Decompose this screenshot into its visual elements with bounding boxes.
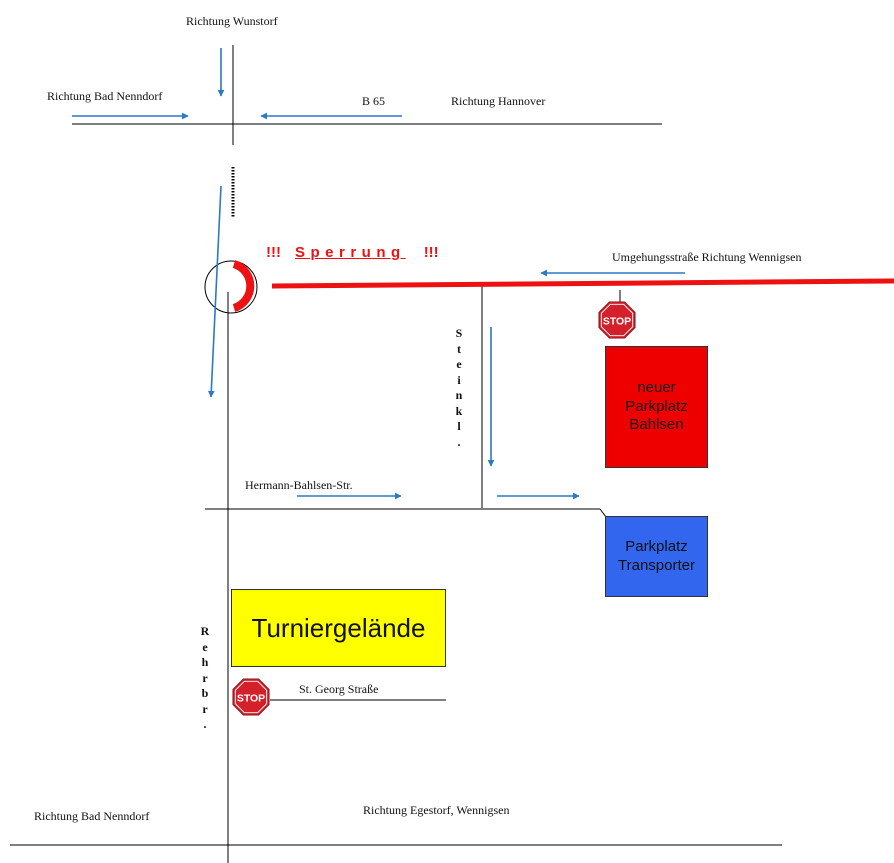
closure-suffix: !!!	[423, 244, 439, 261]
closure-banner: !!! Sperrung!!!	[266, 244, 439, 262]
rehrbr-letter: h	[201, 655, 209, 669]
direction-arrows	[72, 48, 685, 500]
turniergelaende: Turniergelände	[231, 589, 446, 667]
rehrbr-letter: r	[202, 670, 208, 685]
arrow-south-detour	[207, 185, 222, 398]
neuer-parkplatz-line: Parkplatz	[625, 397, 688, 415]
closed-road-line	[271, 278, 894, 289]
steinkl-letter: n	[455, 388, 463, 402]
road-network	[10, 45, 782, 863]
closure-word: Sperrung	[295, 244, 406, 261]
label-richtung-egestorf: Richtung Egestorf, Wennigsen	[363, 803, 510, 817]
steinkl-letter: l	[457, 419, 461, 433]
label-richtung-wunstorf: Richtung Wunstorf	[186, 14, 278, 28]
steinkl-letter: k	[455, 403, 463, 418]
turniergelaende-label: Turniergelände	[251, 612, 426, 643]
label-richtung-bad-nenndorf-top: Richtung Bad Nenndorf	[47, 89, 163, 103]
rehrbr-letter: b	[201, 686, 209, 700]
steinkl-letter: e	[456, 357, 462, 371]
roundabout	[204, 260, 258, 314]
label-hermann-bahlsen-str: Hermann-Bahlsen-Str.	[245, 478, 353, 492]
neuer-parkplatz-line: neuer	[637, 378, 676, 396]
label-st-georg-strasse: St. Georg Straße	[299, 682, 379, 696]
label-steinkl: S t e i n k l .	[452, 326, 466, 450]
stop-sign-text: STOP	[237, 693, 265, 704]
closure-u-turn	[232, 260, 255, 312]
steinkl-letter: S	[455, 326, 463, 340]
steinkl-letter: i	[457, 372, 461, 387]
stop-sign-text: STOP	[603, 316, 631, 327]
label-richtung-bad-nenndorf-bottom: Richtung Bad Nenndorf	[34, 809, 150, 823]
label-b65: B 65	[362, 94, 386, 108]
rehrbr-letter: e	[202, 639, 208, 654]
rehrbr-letter: R	[200, 624, 210, 638]
label-umgehungsstrasse: Umgehungsstraße Richtung Wennigsen	[612, 250, 802, 264]
stop-sign-icon: STOP	[598, 301, 636, 339]
parkplatz-transporter-line: Parkplatz	[625, 537, 688, 555]
steinkl-letter: t	[457, 341, 461, 356]
parkplatz-transporter: Parkplatz Transporter	[605, 516, 708, 597]
closure-prefix: !!!	[266, 244, 281, 261]
transporter-access-road	[599, 508, 607, 518]
rehrbr-letter: r	[202, 701, 208, 716]
neuer-parkplatz-bahlsen: neuer Parkplatz Bahlsen	[605, 346, 708, 468]
parkplatz-transporter-line: Transporter	[618, 556, 695, 574]
neuer-parkplatz-line: Bahlsen	[629, 416, 684, 434]
rehrbr-letter: .	[203, 717, 207, 731]
stop-sign-icon: STOP	[232, 678, 270, 716]
label-rehrbr: R e h r b r .	[198, 624, 212, 733]
steinkl-letter: .	[457, 434, 461, 449]
label-richtung-hannover: Richtung Hannover	[451, 94, 546, 108]
